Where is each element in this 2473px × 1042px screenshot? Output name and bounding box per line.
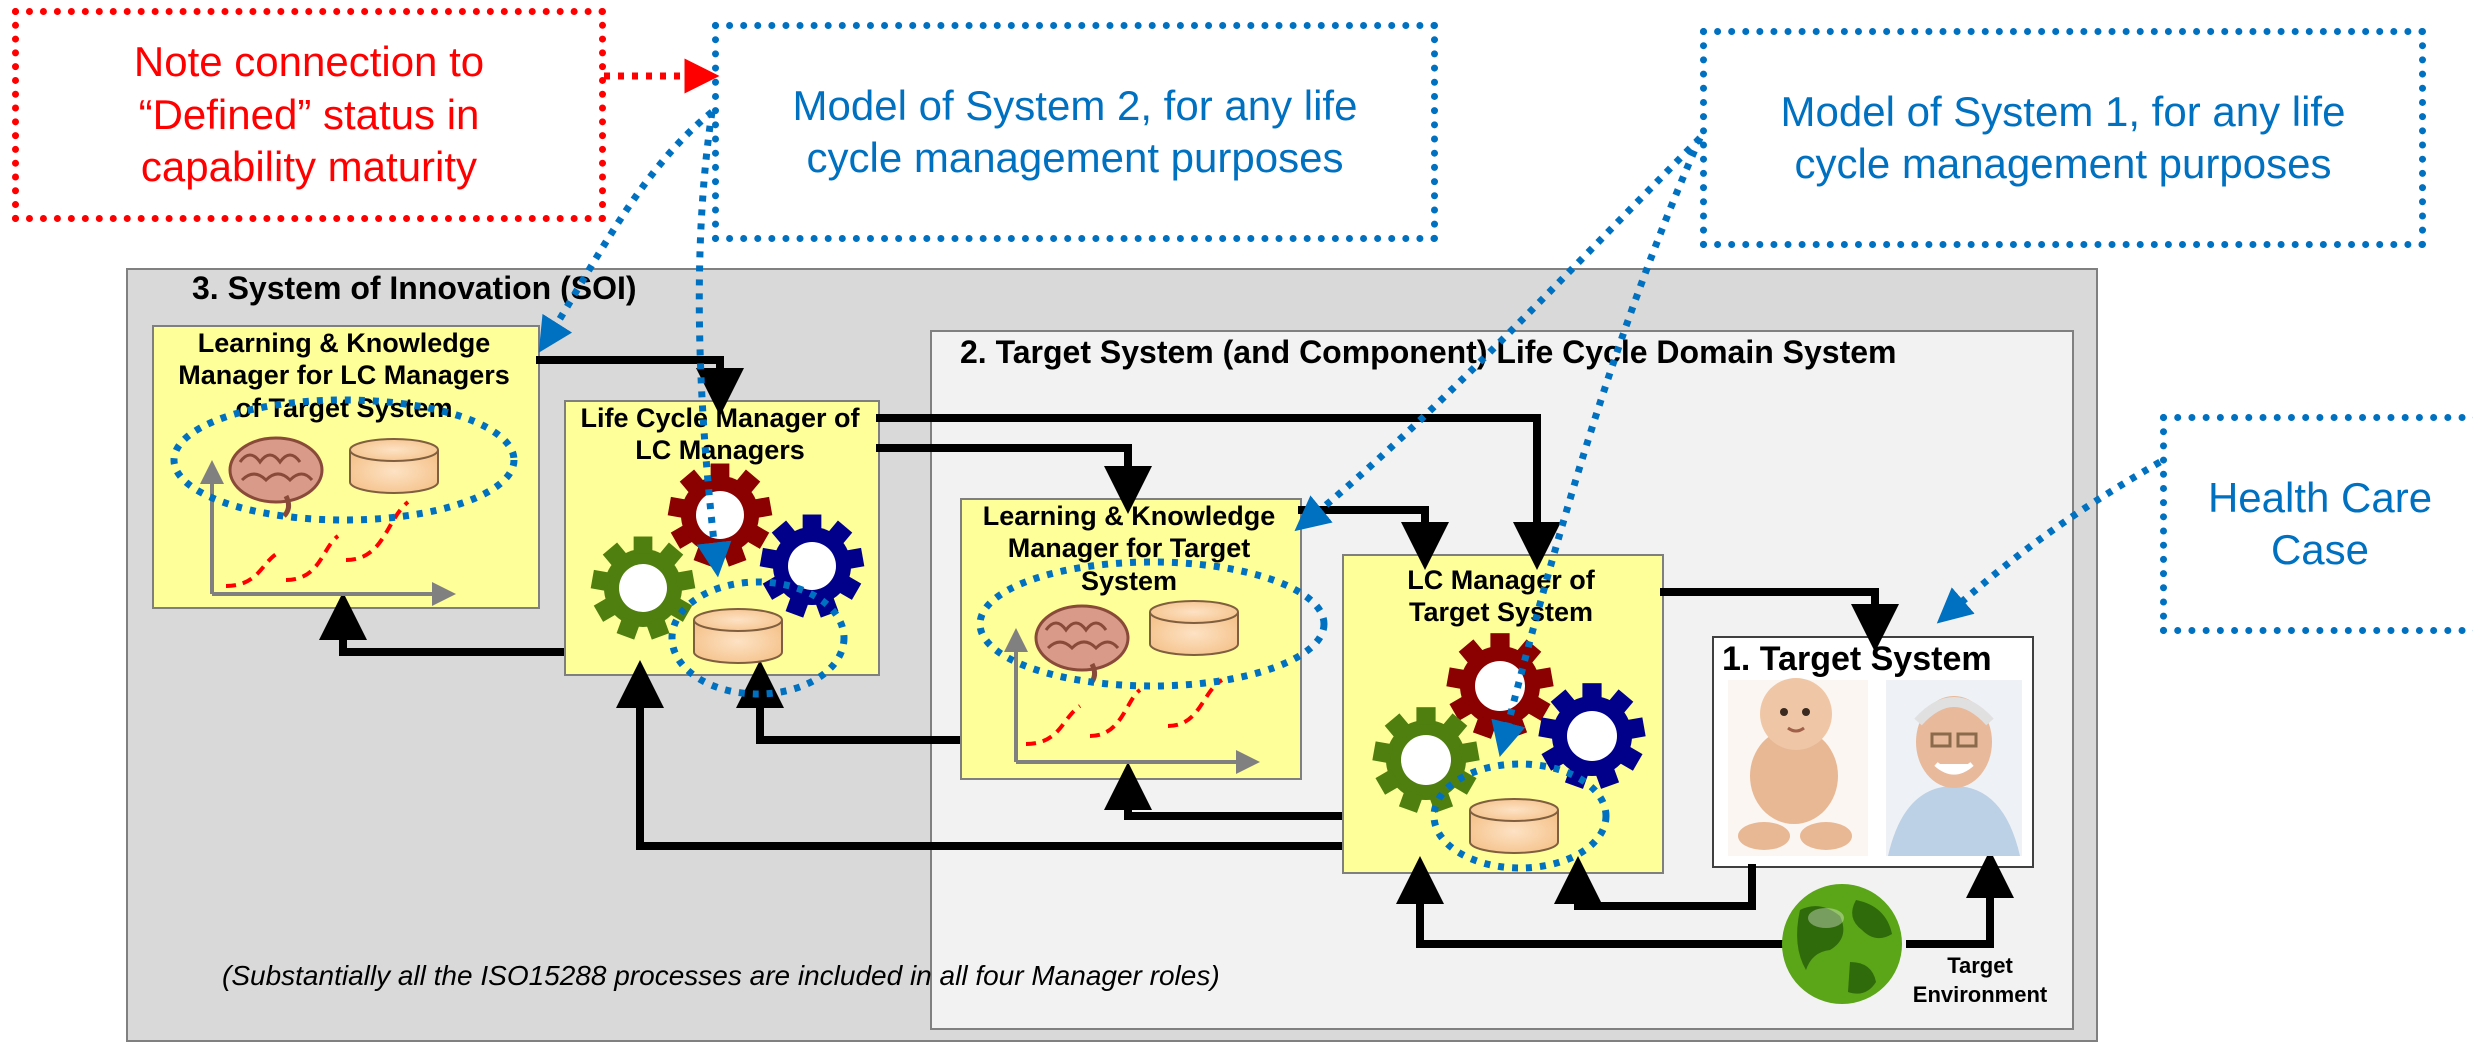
soi-title: 3. System of Innovation (SOI): [192, 270, 637, 306]
footnote: (Substantially all the ISO15288 processe…: [222, 960, 1220, 991]
brain-icon-1: [228, 436, 324, 518]
flow-arrows: [319, 356, 2014, 948]
model-system-1-callout: Model of System 1, for any life cycle ma…: [1700, 28, 2426, 248]
database-icon-4: [1469, 798, 1559, 854]
brain-icon-2: [1034, 604, 1130, 686]
model-pointer-arrows: [538, 109, 2162, 757]
lk-manager-target-title: Learning & Knowledge Manager for Target …: [982, 501, 1276, 596]
baby-photo: [1728, 678, 1868, 856]
model-scope-ellipses: [170, 396, 1610, 872]
note-callout-text: Note connection to “Defined” status in c…: [133, 38, 485, 191]
database-icon-1: [349, 438, 439, 494]
database-icon-3: [1149, 600, 1239, 656]
lc-domain-title: 2. Target System (and Component) Life Cy…: [960, 334, 1897, 370]
health-care-text: Health Care Case: [2207, 473, 2433, 574]
learning-curve-icon-1: [200, 460, 456, 606]
health-care-callout: Health Care Case: [2160, 414, 2473, 634]
model-system-1-text: Model of System 1, for any life cycle ma…: [1780, 87, 2346, 188]
note-callout: Note connection to “Defined” status in c…: [12, 8, 606, 222]
lc-manager-target-title: LC Manager of Target System: [1407, 565, 1595, 628]
model-system-2-text: Model of System 2, for any life cycle ma…: [792, 81, 1358, 182]
lk-manager-lc-managers-title: Learning & Knowledge Manager for LC Mana…: [178, 328, 510, 423]
elderly-man-photo: [1886, 680, 2022, 856]
learning-curve-icon-2: [1004, 628, 1260, 774]
gear-hole: [696, 491, 744, 539]
globe-icon: [1782, 884, 1902, 1004]
target-environment-label: Target Environment: [1912, 953, 2048, 1007]
model-system-2-callout: Model of System 2, for any life cycle ma…: [712, 22, 1438, 242]
database-icon-2: [693, 608, 783, 664]
